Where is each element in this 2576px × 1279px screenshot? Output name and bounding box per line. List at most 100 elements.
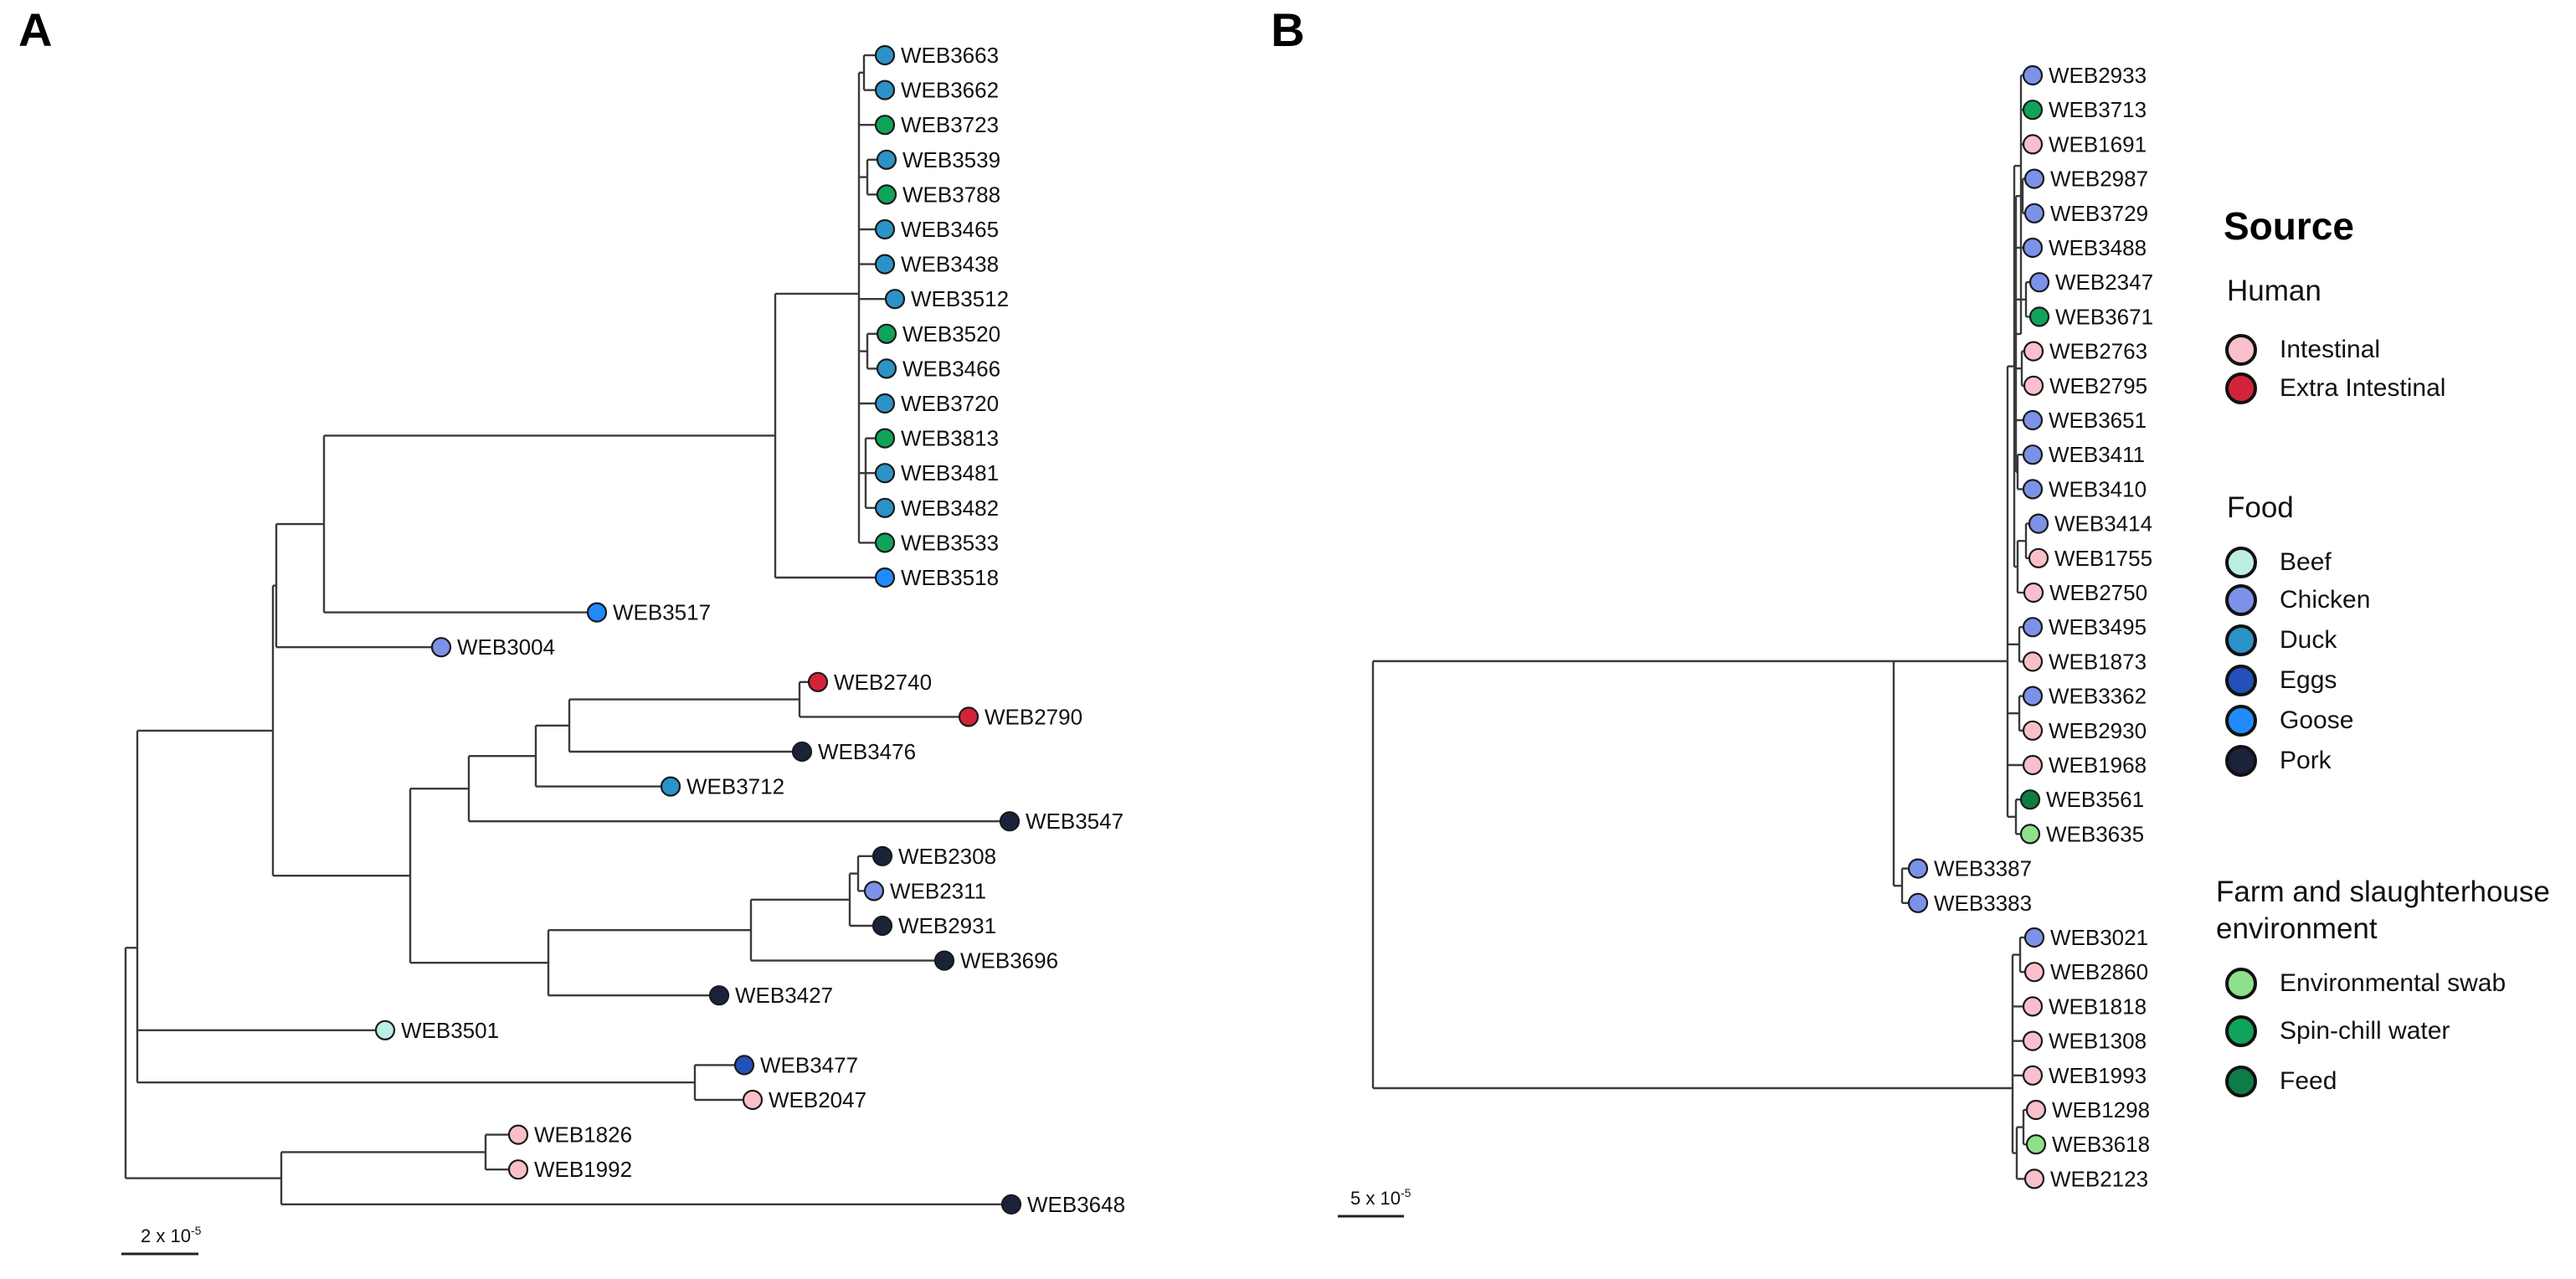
tip-label: WEB3648	[1027, 1192, 1125, 1217]
tree-tip-WEB3663: WEB3663	[874, 43, 999, 68]
tip-circle-spin_chill_water	[2022, 100, 2044, 121]
tip-circle-pork	[791, 741, 813, 763]
tip-circle-eggs	[733, 1055, 755, 1076]
tip-circle-duck	[876, 358, 897, 379]
tip-circle-extra_intestinal	[807, 671, 829, 692]
tip-circle-duck	[884, 289, 906, 310]
tree-tip-WEB3517: WEB3517	[586, 600, 711, 625]
tip-circle-duck	[874, 218, 896, 240]
tip-circle-chicken	[2023, 168, 2045, 189]
tree-tip-WEB3495: WEB3495	[2022, 614, 2147, 640]
tip-circle-environmental_swab	[2025, 1134, 2047, 1155]
tree-tip-WEB3476: WEB3476	[791, 739, 916, 764]
tree-tip-WEB1308: WEB1308	[2022, 1029, 2147, 1054]
tree-tip-WEB3539: WEB3539	[876, 147, 1000, 172]
tip-circle-pork	[999, 811, 1021, 832]
legend-label-goose: Goose	[2280, 706, 2354, 734]
legend-label-chicken: Chicken	[2280, 586, 2371, 614]
tip-circle-chicken	[2023, 927, 2045, 948]
tip-circle-pork	[872, 915, 893, 937]
tree-tip-WEB3383: WEB3383	[1907, 891, 2032, 916]
legend-group-title-0: Human	[2227, 275, 2321, 307]
tip-label: WEB2933	[2049, 63, 2147, 88]
legend-swatch-feed	[2225, 1066, 2257, 1097]
tip-label: WEB1873	[2049, 649, 2147, 674]
tip-circle-intestinal	[507, 1124, 529, 1145]
tip-label: WEB1826	[534, 1122, 632, 1148]
tip-label: WEB3004	[457, 634, 555, 660]
tree-panel-a: WEB3663WEB3662WEB3723WEB3539WEB3788WEB34…	[121, 43, 1125, 1256]
legend-swatch-beef	[2225, 547, 2257, 578]
tip-circle-intestinal	[2022, 996, 2044, 1017]
tip-label: WEB3663	[901, 43, 999, 68]
tip-circle-chicken	[2028, 513, 2049, 534]
tree-tip-WEB1993: WEB1993	[2022, 1063, 2147, 1088]
tip-label: WEB3813	[901, 426, 999, 451]
tip-circle-duck	[874, 44, 896, 66]
tip-circle-pork	[1000, 1194, 1022, 1215]
legend-label-environmental_swab: Environmental swab	[2280, 969, 2507, 997]
tree-tip-WEB2123: WEB2123	[2023, 1166, 2148, 1191]
tree-tip-WEB3635: WEB3635	[2019, 821, 2144, 846]
tip-circle-chicken	[2022, 617, 2044, 638]
tip-circle-chicken	[1907, 858, 1929, 879]
tip-label: WEB3482	[901, 496, 999, 521]
tip-label: WEB3723	[901, 112, 999, 137]
legend-swatch-extra_intestinal	[2225, 372, 2257, 404]
tip-circle-chicken	[2023, 203, 2045, 223]
tree-tip-WEB2347: WEB2347	[2028, 270, 2153, 295]
tip-label: WEB1298	[2052, 1097, 2150, 1122]
tip-label: WEB3517	[613, 600, 711, 625]
tree-tip-WEB1873: WEB1873	[2022, 649, 2147, 674]
tip-circle-intestinal	[2022, 134, 2044, 155]
tree-tip-WEB1992: WEB1992	[507, 1157, 632, 1182]
tip-circle-chicken	[1907, 892, 1929, 913]
tip-label: WEB1992	[534, 1157, 632, 1182]
tip-circle-duck	[874, 497, 896, 518]
tree-tip-WEB1818: WEB1818	[2022, 994, 2147, 1019]
tip-circle-intestinal	[2022, 720, 2044, 741]
legend-group-title-2-line0: Farm and slaughterhouse	[2216, 876, 2550, 908]
tip-label: WEB2931	[898, 913, 996, 938]
tree-tip-WEB2047: WEB2047	[742, 1087, 866, 1112]
tip-label: WEB3671	[2055, 304, 2153, 329]
tip-circle-intestinal	[2023, 375, 2044, 396]
tip-label: WEB1691	[2049, 131, 2147, 157]
tip-circle-duck	[874, 393, 896, 414]
tip-label: WEB3427	[735, 983, 833, 1008]
tip-label: WEB3539	[902, 147, 1000, 172]
tree-tip-WEB3720: WEB3720	[874, 391, 999, 416]
tip-label: WEB3518	[901, 565, 999, 590]
tip-circle-beef	[374, 1020, 396, 1040]
tip-label: WEB3411	[2049, 442, 2145, 467]
tip-circle-duck	[660, 776, 681, 797]
legend-label-beef: Beef	[2280, 548, 2332, 576]
tip-circle-chicken	[2022, 444, 2044, 465]
tip-circle-chicken	[2022, 479, 2044, 500]
tree-tip-WEB1826: WEB1826	[507, 1122, 632, 1148]
tree-tip-WEB1298: WEB1298	[2025, 1097, 2150, 1122]
tree-tip-WEB2790: WEB2790	[958, 704, 1082, 729]
tree-tip-WEB3466: WEB3466	[876, 356, 1000, 381]
tip-label: WEB3651	[2049, 408, 2147, 433]
tip-circle-goose	[586, 602, 608, 623]
tip-label: WEB1755	[2054, 546, 2152, 571]
legend-label-pork: Pork	[2280, 747, 2332, 774]
tip-circle-chicken	[430, 637, 452, 658]
tip-circle-chicken	[2022, 64, 2044, 86]
tip-circle-intestinal	[2023, 341, 2044, 362]
tip-circle-duck	[874, 254, 896, 275]
legend-label-spin_chill_water: Spin-chill water	[2280, 1017, 2450, 1045]
tree-tip-WEB3481: WEB3481	[874, 460, 999, 485]
tree-tip-WEB3723: WEB3723	[874, 112, 999, 137]
tree-tip-WEB2740: WEB2740	[807, 670, 932, 695]
tree-tip-WEB2311: WEB2311	[863, 878, 986, 903]
legend-label-feed: Feed	[2280, 1067, 2337, 1095]
tip-circle-intestinal	[2022, 754, 2044, 776]
tip-circle-intestinal	[2022, 1065, 2044, 1086]
tip-circle-spin_chill_water	[2028, 306, 2050, 327]
legend-swatch-spin_chill_water	[2225, 1015, 2257, 1047]
tip-circle-spin_chill_water	[874, 115, 896, 136]
tip-label: WEB3533	[901, 530, 999, 555]
